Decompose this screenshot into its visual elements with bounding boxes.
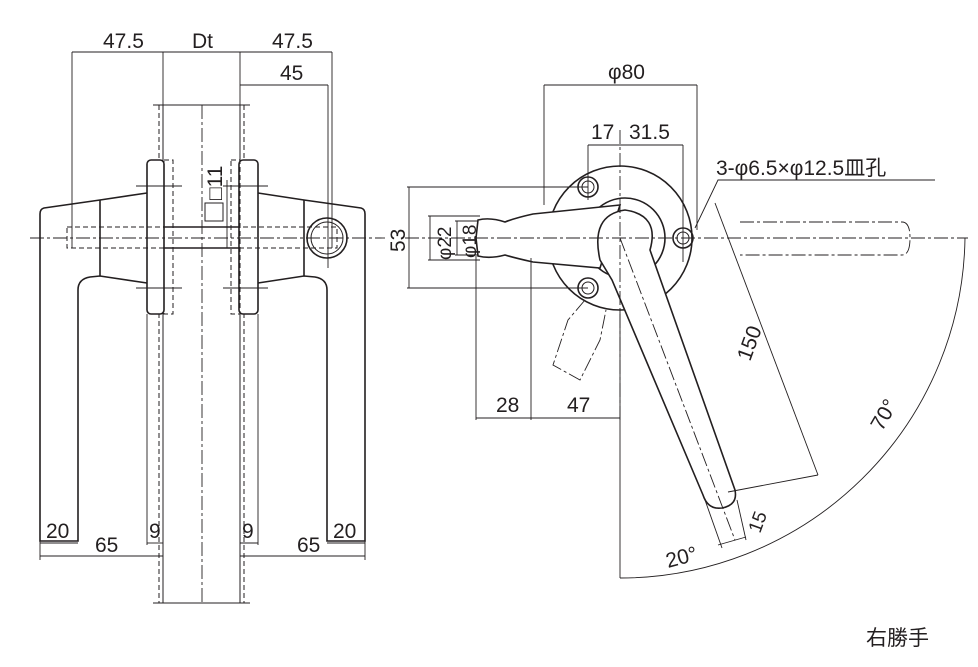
- dim-door-thickness: Dt: [192, 30, 213, 53]
- phantom-lever-lowered: [552, 299, 607, 381]
- dim-lever-length: 150: [733, 323, 767, 364]
- lever-rotated: [596, 209, 737, 510]
- left-lever: [39, 192, 148, 542]
- ext-line: [727, 474, 819, 493]
- dim-rose-diameter: φ80: [608, 61, 645, 84]
- right-rose: [238, 159, 259, 315]
- hand-label: 右勝手: [866, 627, 929, 650]
- phantom-lever-horizontal: [740, 221, 911, 256]
- hidden-line: [230, 159, 241, 315]
- dim-grip-diameter-outer: φ22: [435, 227, 456, 260]
- right-lever: [257, 192, 366, 542]
- dim-hole-pitch: 53: [387, 229, 410, 252]
- dim-line: [714, 202, 819, 476]
- dim-hole-offset-a: 17: [591, 121, 614, 144]
- dim-right-projection: 47.5: [272, 30, 313, 53]
- dim-grip-length: 28: [496, 394, 519, 417]
- ext-line: [736, 499, 747, 541]
- left-rose: [146, 159, 165, 315]
- dim-left-reach: 65: [95, 534, 118, 557]
- dim-swing-angle: 70°: [866, 395, 902, 434]
- hole-spec-leader: [694, 179, 935, 229]
- dim-left-rose-thickness: 9: [149, 520, 161, 543]
- lever-centerline: [619, 237, 736, 541]
- dim-neck-length: 47: [567, 394, 590, 417]
- lever-horizontal: [475, 204, 622, 269]
- dim-hole-spec: 3-φ6.5×φ12.5皿孔: [716, 157, 886, 180]
- dim-grip-diameter-inner: φ18: [460, 225, 481, 258]
- front-view: 47.5 Dt 47.5 45 □11 20 65 9 9 65 20: [30, 30, 385, 604]
- side-view: φ80 17 31.5 3-φ6.5×φ12.5皿孔 53 φ22 φ18 28…: [387, 61, 968, 579]
- hidden-line: [163, 159, 174, 315]
- dim-right-reach: 65: [297, 534, 320, 557]
- dim-lever-end-width: 15: [745, 509, 772, 536]
- swing-arc: [619, 237, 966, 579]
- dim-spindle-square: □11: [204, 166, 227, 200]
- dim-right-grip-width: 20: [333, 520, 356, 543]
- dim-spindle-offset: 45: [280, 62, 303, 85]
- dim-left-grip-width: 20: [46, 520, 69, 543]
- spindle-hidden: [66, 226, 338, 249]
- dim-rest-angle: 20°: [663, 542, 700, 572]
- dim-left-projection: 47.5: [103, 30, 144, 53]
- dim-right-rose-thickness: 9: [242, 520, 254, 543]
- ext-line: [704, 499, 723, 549]
- square-spindle-symbol: [204, 202, 224, 222]
- dim-hole-offset-b: 31.5: [629, 121, 670, 144]
- dim-line: [717, 536, 747, 546]
